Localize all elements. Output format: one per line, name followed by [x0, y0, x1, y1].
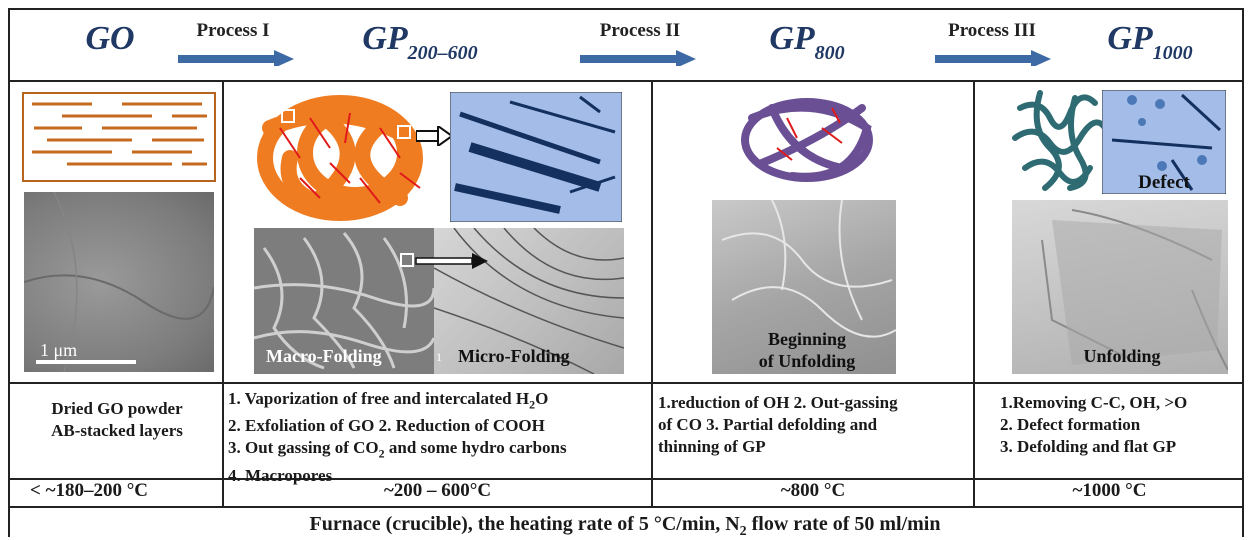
stage-go: GO — [85, 20, 135, 57]
gp1000-sheet-diagram — [1012, 90, 1108, 191]
micro-folding-label: Micro-Folding — [458, 346, 570, 366]
small-scale-mark: 1 — [436, 350, 442, 364]
divider-desc — [8, 478, 1244, 480]
stage-gp-1000: GP1000 — [1107, 20, 1193, 64]
temp-gp1000: ~1000 °C — [1072, 480, 1147, 501]
gp800-sheet-diagram — [741, 98, 873, 182]
process-2-arrow-icon — [580, 50, 696, 66]
macro-folding-sem-image: Macro-Folding — [254, 228, 434, 374]
go-sem-image: 1 μm — [24, 192, 214, 372]
divider-col2 — [651, 80, 653, 506]
defect-label: Defect — [1138, 172, 1190, 193]
gp1000-sem-image: Unfolding — [1012, 200, 1228, 374]
go-stacked-layers-diagram — [22, 92, 216, 182]
gp200-folded-sheet-diagram — [257, 95, 423, 221]
unfolding-label: Unfolding — [1083, 346, 1161, 366]
divider-col3 — [973, 80, 975, 506]
scale-bar-label: 1 μm — [40, 340, 78, 360]
process-3-arrow-icon — [935, 50, 1051, 66]
divider-col1 — [222, 80, 224, 506]
furnace-conditions-caption: Furnace (crucible), the heating rate of … — [309, 513, 941, 539]
stage-gp-800: GP800 — [769, 20, 845, 64]
scale-bar — [36, 360, 136, 364]
defect-panel-diagram — [1102, 90, 1226, 194]
process-1-arrow-icon — [178, 50, 294, 66]
sem-zoom-arrow-icon — [400, 253, 488, 269]
temp-gp800: ~800 °C — [780, 480, 846, 501]
figure-frame — [8, 8, 1244, 537]
process-2-label: Process II — [599, 20, 681, 41]
divider-header — [8, 80, 1244, 82]
stage-gp-200-600: GP200–600 — [362, 20, 478, 64]
divider-temp — [8, 506, 1244, 508]
desc-gp200-600: 1. Vaporization of free and intercalated… — [228, 389, 567, 485]
process-3-label: Process III — [948, 20, 1036, 41]
temp-gp200-600: ~200 – 600°C — [383, 480, 492, 501]
micro-sheet-panel-diagram — [450, 92, 622, 222]
divider-images — [8, 382, 1244, 384]
macro-folding-label: Macro-Folding — [266, 346, 382, 366]
micro-folding-sem-image: Micro-Folding 1 — [434, 228, 624, 374]
temp-go: < ~180–200 °C — [30, 480, 149, 501]
process-1-label: Process I — [196, 20, 270, 41]
zoom-arrow-icon — [416, 126, 452, 146]
